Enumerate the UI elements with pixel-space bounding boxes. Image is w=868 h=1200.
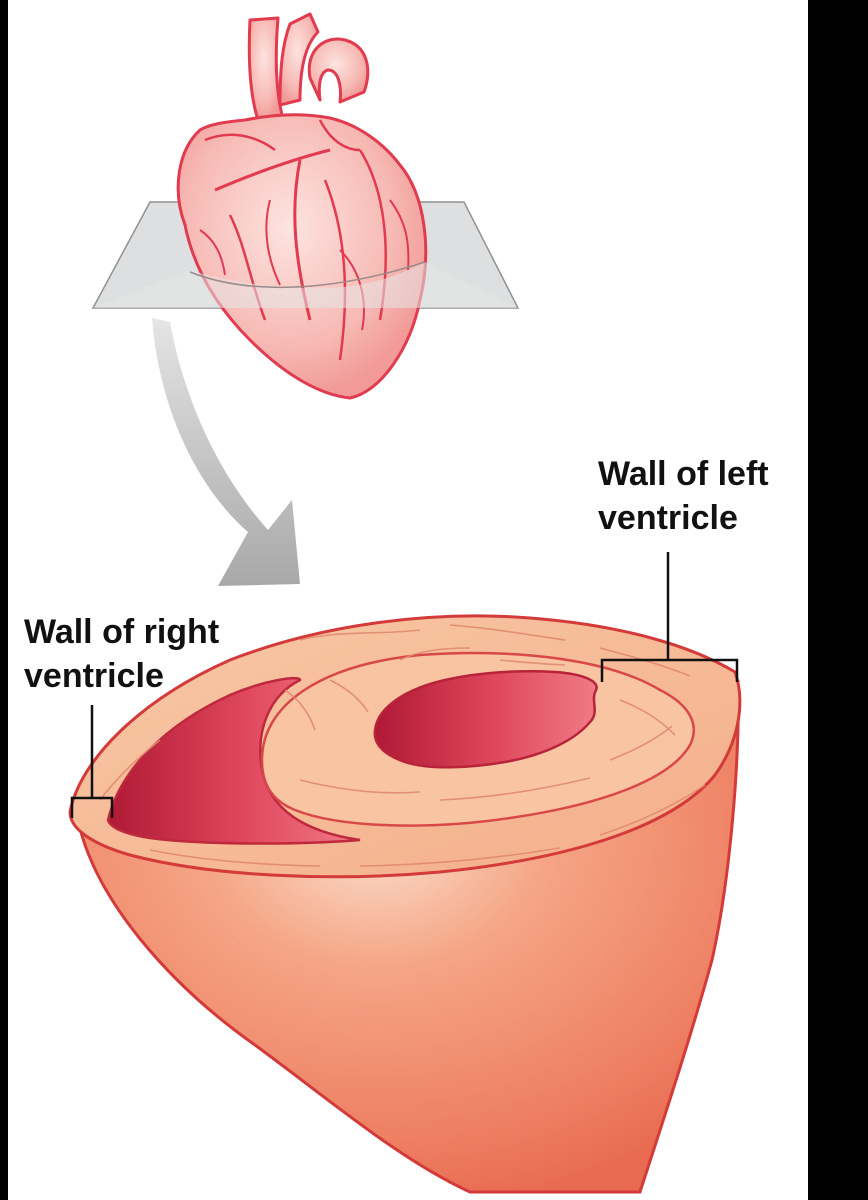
curved-arrow <box>152 318 300 586</box>
label-wall-of-left-ventricle: Wall of left ventricle <box>598 452 769 540</box>
left-border <box>0 0 8 1200</box>
right-ventricle-leader <box>70 705 114 818</box>
label-left-line2: ventricle <box>598 499 738 537</box>
label-right-line2: ventricle <box>24 657 164 695</box>
section-plane-front <box>93 261 518 308</box>
whole-heart-illustration <box>176 12 428 400</box>
label-wall-of-right-ventricle: Wall of right ventricle <box>24 610 219 698</box>
ventricle-cross-section <box>68 614 742 1194</box>
label-right-line1: Wall of right <box>24 613 220 651</box>
label-left-line1: Wall of left <box>598 455 769 493</box>
left-ventricle-leader <box>600 552 739 682</box>
